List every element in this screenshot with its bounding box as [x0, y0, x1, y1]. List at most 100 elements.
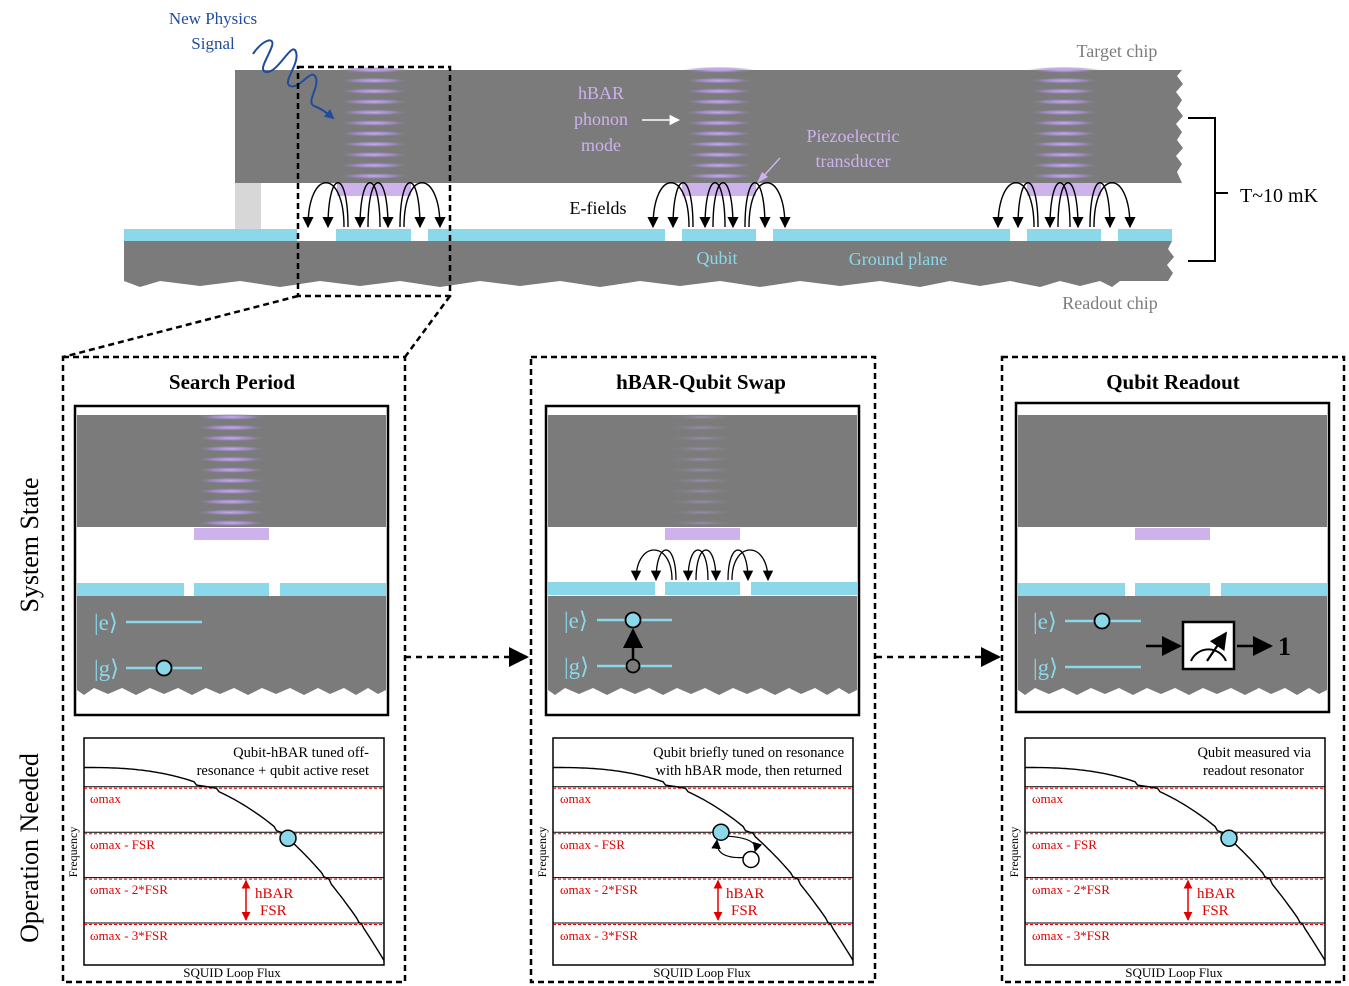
- efield-arc: [1012, 182, 1039, 229]
- phonon-stripe: [195, 498, 267, 505]
- new-physics-signal-wave: [252, 39, 335, 120]
- phonon-stripe: [666, 498, 738, 505]
- state-ground-right: [751, 582, 857, 595]
- hbar-label-line3: mode: [581, 135, 621, 155]
- qubit-state-dot: [1093, 612, 1111, 630]
- phonon-stripe: [683, 88, 755, 95]
- phonon-stripe: [338, 88, 410, 95]
- system-state-label: System State: [15, 477, 44, 612]
- phonon-stripe: [683, 162, 755, 169]
- level-g-label: |g⟩: [1033, 655, 1058, 680]
- phonon-stripe: [195, 424, 267, 431]
- level-label-3: ωmax - 3*FSR: [560, 928, 638, 943]
- phonon-stripe: [1028, 77, 1100, 84]
- phonon-stripe: [683, 77, 755, 84]
- panel-hbar-qubit-swap: hBAR-Qubit Swap |e⟩ |g⟩: [529, 355, 877, 984]
- efield-arrows: [302, 182, 1136, 229]
- phonon-stripe: [683, 130, 755, 137]
- system-state-box: |e⟩ |g⟩: [73, 404, 390, 717]
- state-ground-left: [77, 583, 184, 596]
- level-label-2: ωmax - 2*FSR: [90, 882, 168, 897]
- phonon-stripe: [1028, 130, 1100, 137]
- signal-label-line2: Signal: [191, 34, 235, 53]
- phonon-stripe: [666, 477, 738, 484]
- graph-xlabel: SQUID Loop Flux: [183, 965, 281, 980]
- efield-arc: [1057, 182, 1084, 229]
- efield-arc: [748, 182, 791, 229]
- level-label-1: ωmax - FSR: [90, 837, 155, 852]
- efield-arc: [695, 549, 722, 582]
- state-piezo: [194, 528, 269, 540]
- efield-arc: [322, 182, 349, 229]
- state-phonon: [666, 413, 738, 527]
- efield-arc: [712, 182, 739, 229]
- state-ground-right: [1221, 583, 1327, 596]
- phonon-stripe: [338, 151, 410, 158]
- tuning-graph: Qubit-hBAR tuned off-resonance + qubit a…: [66, 737, 385, 980]
- state-qubit-pad: [1135, 583, 1210, 596]
- phonon-stripe: [1028, 172, 1100, 180]
- state-ground-left: [1018, 583, 1125, 596]
- level-label-1: ωmax - FSR: [560, 837, 625, 852]
- efield-arc: [1093, 182, 1136, 229]
- top-conductors: [124, 229, 1172, 241]
- frequency-curve: [1025, 766, 1326, 961]
- phonon-stripe: [683, 109, 755, 116]
- phonon-stripe: [666, 424, 738, 431]
- efield-arc: [667, 182, 694, 229]
- phonon-stripe: [338, 77, 410, 84]
- phonon-stripe: [1028, 88, 1100, 95]
- level-g-label: |g⟩: [94, 656, 119, 681]
- efield-arc: [367, 182, 394, 229]
- level-e-label: |e⟩: [564, 608, 588, 633]
- efield-arc: [744, 182, 771, 229]
- measurement-result: 1: [1278, 632, 1291, 661]
- top-section: New Physics Signal Target chip Readout c…: [62, 9, 1319, 359]
- efield-arc: [403, 182, 446, 229]
- target-chip: [235, 70, 1183, 183]
- readout-chip: [124, 241, 1174, 287]
- qubit-label: Qubit: [696, 248, 737, 268]
- system-state-box: |e⟩ |g⟩: [544, 404, 861, 717]
- qubit-excited-dot: [624, 611, 642, 629]
- phonon-stripe: [683, 98, 755, 106]
- phonon-stripe: [338, 98, 410, 106]
- panel-title: hBAR-Qubit Swap: [616, 370, 786, 394]
- phonon-stripe: [666, 488, 738, 495]
- phonon-stripe: [338, 109, 410, 116]
- efield-arc: [647, 182, 690, 229]
- phonon-stripe: [666, 509, 738, 516]
- phonon-stripe: [338, 66, 410, 74]
- spacer-post: [235, 183, 261, 229]
- state-ground-right: [280, 583, 386, 596]
- phonon-stripe: [1028, 151, 1100, 158]
- qubit-dot: [279, 829, 297, 848]
- qubit-ground-dot: [625, 658, 641, 674]
- graph-ylabel: Frequency: [535, 827, 549, 878]
- efields-label: E-fields: [570, 198, 627, 218]
- signal-label-line1: New Physics: [169, 9, 257, 28]
- state-piezo: [665, 528, 740, 540]
- measurement-meter-icon: [1181, 620, 1236, 671]
- phonon-stripe: [666, 466, 738, 474]
- level-g-label: |g⟩: [564, 654, 589, 679]
- temperature-label: T~10 mK: [1240, 185, 1319, 207]
- phonon-stripe: [683, 66, 755, 74]
- phonon-stripe: [195, 519, 267, 527]
- hbar-label-line1: hBAR: [578, 83, 624, 103]
- zoom-line-right: [403, 295, 452, 358]
- efield-arc: [699, 182, 726, 229]
- level-label-2: ωmax - 2*FSR: [1032, 882, 1110, 897]
- phonon-stripe: [666, 413, 738, 421]
- graph-note-line1: Qubit-hBAR tuned off-: [233, 745, 369, 761]
- graph-ylabel: Frequency: [1007, 827, 1021, 878]
- phonon-stripe: [666, 435, 738, 442]
- level-label-3: ωmax - 3*FSR: [1032, 928, 1110, 943]
- qubit-dot: [712, 823, 730, 841]
- efield-arc: [302, 182, 345, 229]
- fsr-label-line2: FSR: [260, 903, 287, 919]
- qubit-dot: [1220, 829, 1238, 848]
- graph-axes-frame: [83, 737, 385, 966]
